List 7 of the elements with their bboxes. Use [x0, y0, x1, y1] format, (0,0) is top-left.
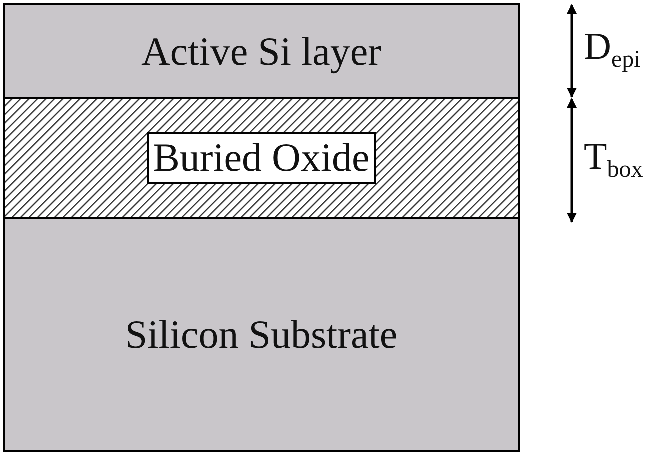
active-layer — [3, 3, 520, 99]
substrate-layer — [3, 217, 520, 452]
layer-label: Active Si layer — [142, 28, 382, 74]
dimension-label: D$_{epi}$ — [584, 25, 641, 74]
layer-label-box: Buried Oxide — [147, 132, 376, 184]
layer-label: Silicon Substrate — [125, 311, 398, 358]
dimension-label: T$_{box}$ — [584, 134, 644, 184]
